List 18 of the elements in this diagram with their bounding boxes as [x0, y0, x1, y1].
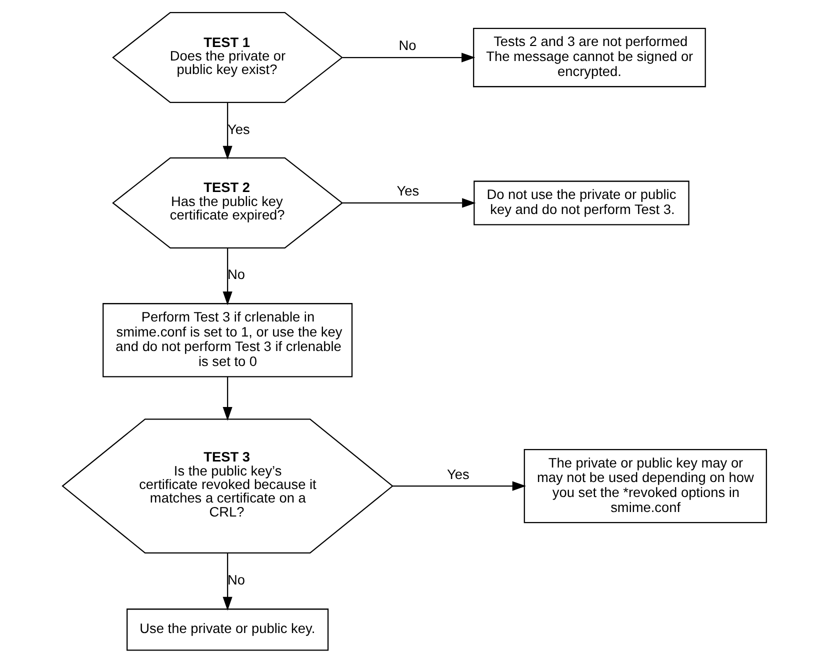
arrow	[342, 198, 476, 208]
arrow	[342, 52, 476, 62]
node-box: Tests 2 and 3 are not performed The message cannot be signed or encrypted.	[473, 28, 706, 88]
arrow	[392, 481, 526, 491]
edge-label: Yes	[396, 184, 420, 199]
arrow	[222, 102, 232, 160]
arrow	[222, 376, 232, 421]
edge-label: No	[228, 572, 246, 588]
node-box: Use the private or public key.	[126, 608, 329, 651]
node-box: Do not use the private or public key and do not perform Test 3.	[474, 180, 690, 226]
arrow	[222, 248, 232, 306]
edge-label: Yes	[228, 122, 250, 137]
edge-label: Yes	[447, 466, 470, 482]
node-box: The private or public key may or may not be used depending on how you set the *revoked options in smime.conf	[524, 448, 767, 524]
arrow	[222, 553, 232, 611]
edge-label: No	[398, 38, 416, 54]
edge-label: No	[228, 267, 246, 282]
node-box: Perform Test 3 if crlenable in smime.conf is set to 1, or use the key and do not perform Test 3 if crlenable is set to 0	[102, 303, 353, 378]
